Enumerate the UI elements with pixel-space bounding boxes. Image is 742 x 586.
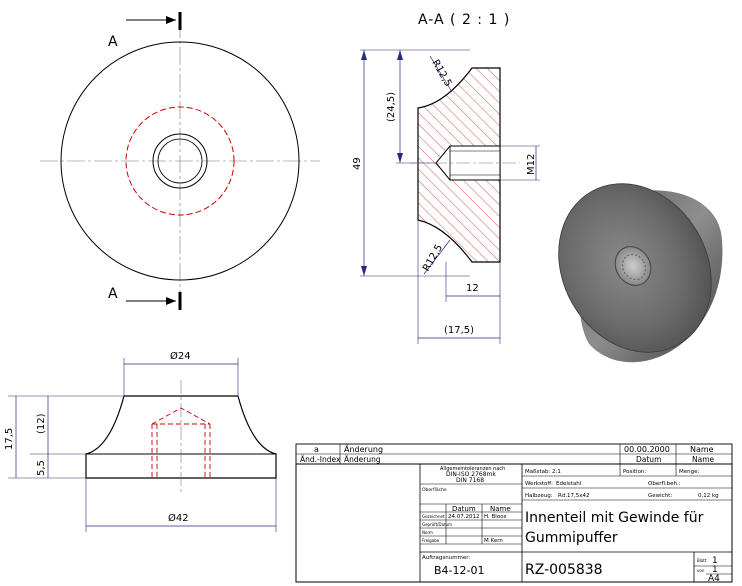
section-title: A-A ( 2 : 1 ) — [418, 12, 510, 28]
hdr-change: Änderung — [344, 455, 381, 464]
hdr-date: Datum — [636, 455, 661, 464]
position-label: Position: — [623, 469, 646, 475]
semifinished-label: Halbzeug: — [525, 493, 553, 499]
tol-line1: Allgemeintoleranzen nach — [440, 466, 505, 472]
section-arrowhead-top — [166, 16, 176, 24]
sheet-value: 1 — [712, 556, 718, 566]
dim-radius-bottom: R12,5 — [421, 243, 445, 274]
row-release: Freigabe — [422, 538, 440, 543]
sheet-label: Blatt — [697, 558, 707, 563]
isometric-view — [558, 183, 723, 363]
section-view: A-A ( 2 : 1 ) 49 (24,5) R12,5 R12,5 M12 — [352, 12, 540, 344]
dim-49-arrow-bottom — [361, 266, 367, 276]
scale-label: Maßstab: — [525, 469, 550, 475]
title-main — [295, 463, 733, 583]
iso-hole — [614, 246, 652, 286]
dim-5-5-v-label: 5,5 — [36, 460, 47, 476]
dim-17-5-v-label: 17,5 — [4, 428, 15, 450]
front-outer-circle — [60, 41, 300, 281]
rev-date: 00.00.2000 — [624, 445, 670, 454]
dim-12-v-label: (12) — [36, 413, 47, 434]
dim-49-arrow-top — [361, 50, 367, 60]
row-drawn: Gezeichnet — [422, 514, 445, 519]
material-value: Edelstahl — [556, 481, 582, 487]
side-hidden-bore — [151, 407, 211, 478]
semifinished-value: Rd.17,5x42 — [558, 493, 590, 499]
order-number: B4-12-01 — [434, 564, 484, 577]
dim-49-label: 49 — [352, 157, 363, 170]
hdr-index: Änd.-Index — [300, 455, 341, 464]
weight-value: 0,12 kg — [698, 493, 719, 499]
dim-radius-bottom-leader — [423, 239, 451, 275]
of-value: 1 — [712, 565, 718, 575]
front-view: A A — [40, 12, 320, 310]
surface-treatment-label: Oberfl.beh.: — [648, 481, 681, 487]
col-date: Datum — [452, 505, 476, 513]
dim-24-5-arrow-bottom — [397, 153, 403, 163]
rev-label: Änderung — [344, 444, 383, 454]
title-block: a Änderung 00.00.2000 Name Änd.-Index Än… — [295, 443, 733, 584]
iso-face-edge — [558, 183, 712, 353]
scale-value: 2:1 — [552, 469, 561, 475]
surface-label: Oberfläche — [422, 487, 447, 493]
front-hole-inner — [157, 138, 203, 184]
quantity-label: Menge: — [679, 469, 699, 475]
row-drawn-name: H. Bloos — [484, 514, 507, 520]
dim-24-5-label: (24,5) — [386, 92, 397, 122]
dim-d24-label: Ø24 — [170, 350, 191, 362]
weight-label: Gewicht: — [648, 493, 672, 499]
row-drawn-date: 24.07.2012 — [448, 514, 480, 520]
dim-24-5-arrow-top — [397, 50, 403, 60]
hdr-name: Name — [692, 455, 715, 464]
tol-line2: DIN-ISO 2768mk — [446, 471, 496, 478]
rev-index: a — [314, 445, 319, 454]
tol-line3: DIN 7168 — [456, 477, 484, 484]
of-label: von — [697, 568, 705, 573]
section-arrowhead-bottom — [166, 297, 176, 305]
dim-radius-top: R12,5 — [429, 58, 453, 89]
dim-m12-label: M12 — [526, 154, 537, 175]
row-norm: Norm — [422, 530, 433, 535]
rev-name-label: Name — [690, 445, 714, 454]
drawing-number: RZ-005838 — [525, 562, 603, 578]
row-checked: Geprüft/Datum — [422, 522, 452, 527]
dim-d42-label: Ø42 — [168, 512, 189, 524]
dim-17-5-label: (17,5) — [444, 325, 474, 336]
order-label: Auftragsnummer: — [422, 555, 470, 561]
section-letter-bottom: A — [108, 286, 118, 302]
drawing-title-line2: Gummipuffer — [525, 530, 618, 546]
format-label: A4 — [708, 574, 720, 584]
section-letter-top: A — [108, 34, 118, 50]
dim-12-label: 12 — [466, 283, 479, 294]
iso-thread — [621, 253, 647, 281]
drawing-title-line1: Innenteil mit Gewinde für — [525, 510, 704, 526]
front-hidden-circle — [125, 106, 235, 216]
col-name: Name — [490, 505, 511, 513]
material-label: Werkstoff: — [525, 481, 553, 487]
side-view: Ø24 Ø42 17,5 (12) 5,5 — [4, 350, 277, 532]
row-release-name: M.Kern — [484, 538, 503, 544]
front-hole-outer — [152, 133, 208, 189]
dim-radius-top-leader — [429, 55, 453, 93]
